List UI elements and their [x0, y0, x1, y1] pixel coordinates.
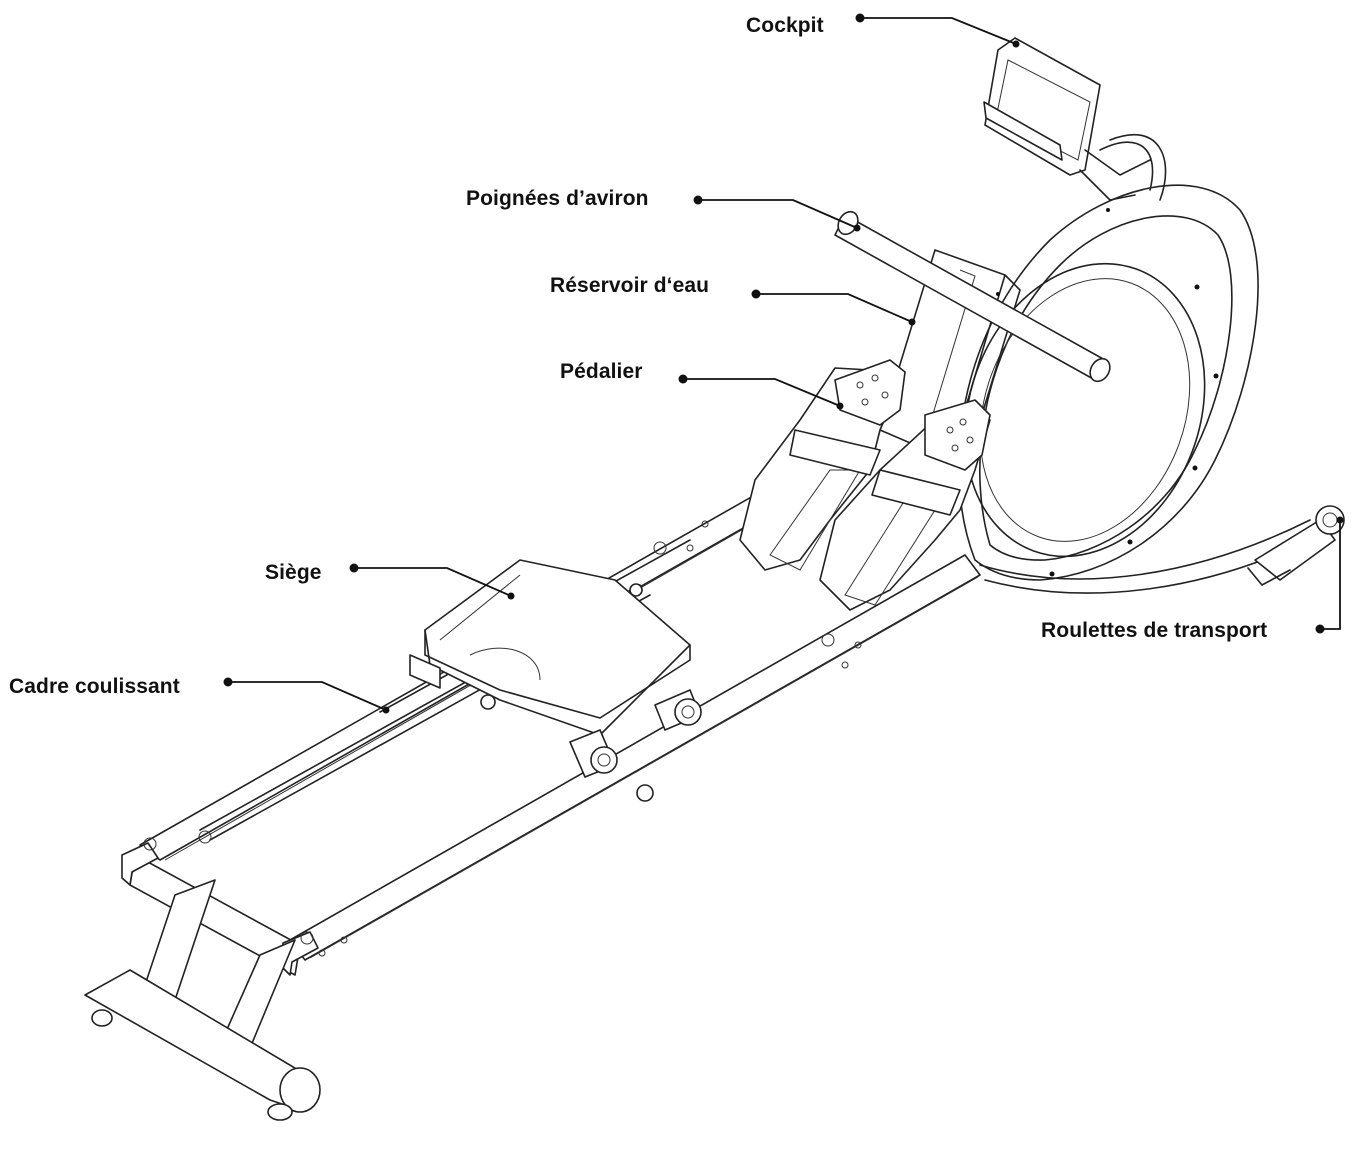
label-rowing-handle: Poignées d’aviron: [466, 187, 649, 210]
foot-pedals: [739, 359, 991, 611]
transport-wheel-arm: [979, 505, 1345, 594]
label-seat: Siège: [265, 561, 322, 584]
leader-lines: [223, 13, 1344, 714]
main-beam: [879, 208, 1110, 471]
label-water-tank: Réservoir d‘eau: [550, 274, 710, 297]
label-pedal: Pédalier: [560, 360, 643, 383]
seat: [409, 559, 702, 778]
label-cockpit: Cockpit: [746, 14, 824, 37]
label-transport-wheels: Roulettes de transport: [1041, 619, 1268, 642]
front-stand: [84, 879, 321, 1121]
rowing-handle: [834, 210, 1111, 383]
cockpit-monitor: [983, 37, 1151, 201]
label-sliding-frame: Cadre coulissant: [9, 675, 180, 698]
